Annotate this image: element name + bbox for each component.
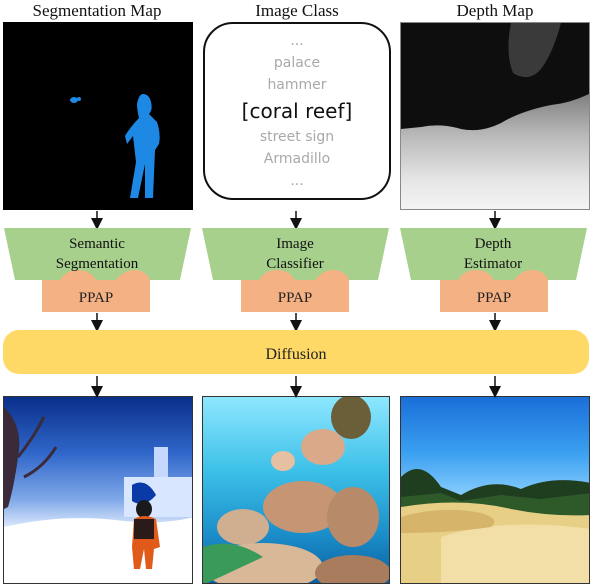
coral-reef-icon [203, 397, 389, 583]
semantic-segmentation-module [4, 228, 191, 280]
person-silhouette-icon [70, 94, 160, 198]
ppap-label: PPAP [476, 290, 512, 306]
class-item: hammer [267, 77, 327, 93]
ppap-block-2 [241, 270, 349, 312]
module-label-line2: Classifier [266, 256, 324, 272]
class-item: street sign [259, 129, 335, 145]
ppap-label: PPAP [277, 290, 313, 306]
ppap-block-3 [440, 270, 548, 312]
module-label-line1: Image [276, 236, 314, 252]
title-depth-map: Depth Map [456, 1, 534, 20]
snow-scene-icon [4, 407, 192, 583]
title-image-class: Image Class [255, 1, 339, 20]
module-label-line1: Semantic [69, 236, 125, 252]
output-snow-scene-image [3, 396, 193, 584]
segmentation-map-image [3, 22, 193, 210]
class-item: ... [290, 173, 304, 189]
diffusion-bar [3, 330, 589, 374]
output-coral-reef-image [202, 396, 390, 584]
depth-estimator-module [400, 228, 587, 280]
output-dune-landscape-image [400, 396, 590, 584]
module-label-line2: Estimator [463, 256, 523, 272]
class-item: palace [273, 55, 321, 71]
dune-landscape-icon [401, 469, 589, 583]
diffusion-label: Diffusion [265, 346, 327, 363]
class-item: Armadillo [263, 151, 331, 167]
image-classifier-module [202, 228, 389, 280]
depth-shape-icon [401, 23, 589, 131]
image-class-list: ... palace hammer [coral reef] street si… [203, 22, 391, 200]
selected-class: [coral reef] [241, 99, 353, 123]
module-label-line1: Depth [474, 236, 512, 252]
class-item: ... [290, 33, 304, 49]
ppap-label: PPAP [78, 290, 114, 306]
title-segmentation-map: Segmentation Map [32, 1, 162, 20]
ppap-block-1 [42, 270, 150, 312]
depth-map-image [400, 22, 590, 210]
module-label-line2: Segmentation [55, 256, 139, 272]
